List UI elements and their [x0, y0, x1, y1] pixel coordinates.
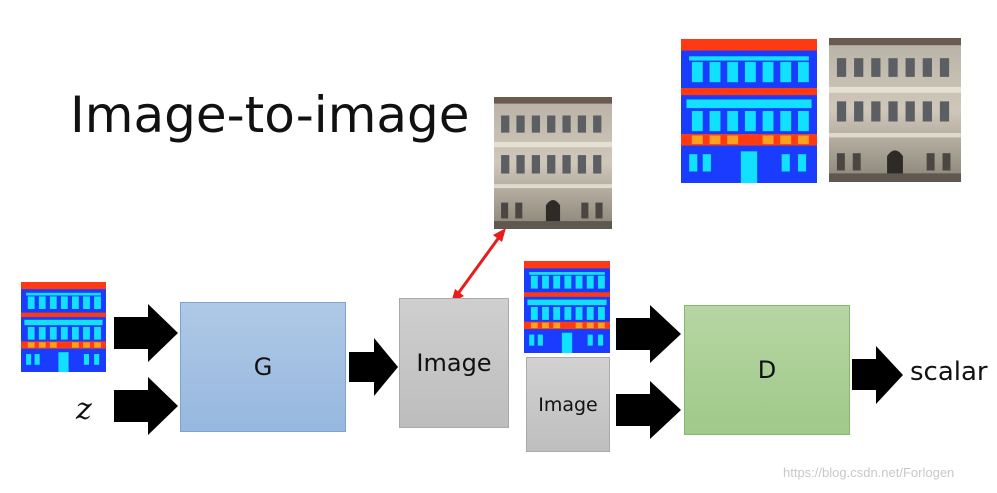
arrow-label-to-d — [616, 305, 681, 363]
generator-box: G — [180, 302, 346, 432]
input-label-map — [21, 282, 106, 372]
arrow-image-to-d — [616, 381, 681, 439]
arrow-label-to-g — [114, 304, 178, 362]
watermark: https://blog.csdn.net/Forlogen — [783, 465, 955, 480]
slide-title: Image-to-image — [70, 86, 470, 144]
generated-image-box: Image — [399, 298, 509, 428]
arrow-g-to-image — [349, 338, 398, 396]
discriminator-image-label: Image — [538, 393, 598, 416]
discriminator-label-map — [524, 261, 610, 353]
target-photo — [494, 97, 612, 229]
discriminator-label: D — [757, 356, 777, 384]
arrow-d-to-scalar — [852, 346, 903, 404]
example-photo — [829, 38, 961, 182]
generator-label: G — [253, 353, 273, 381]
example-label-map — [681, 39, 817, 183]
discriminator-image-box: Image — [526, 357, 610, 452]
arrow-z-to-g — [114, 377, 178, 435]
noise-label: z — [76, 392, 92, 427]
discriminator-box: D — [684, 305, 850, 435]
output-label: scalar — [910, 357, 988, 387]
compare-arrow — [451, 228, 506, 303]
generated-image-label: Image — [416, 349, 492, 377]
